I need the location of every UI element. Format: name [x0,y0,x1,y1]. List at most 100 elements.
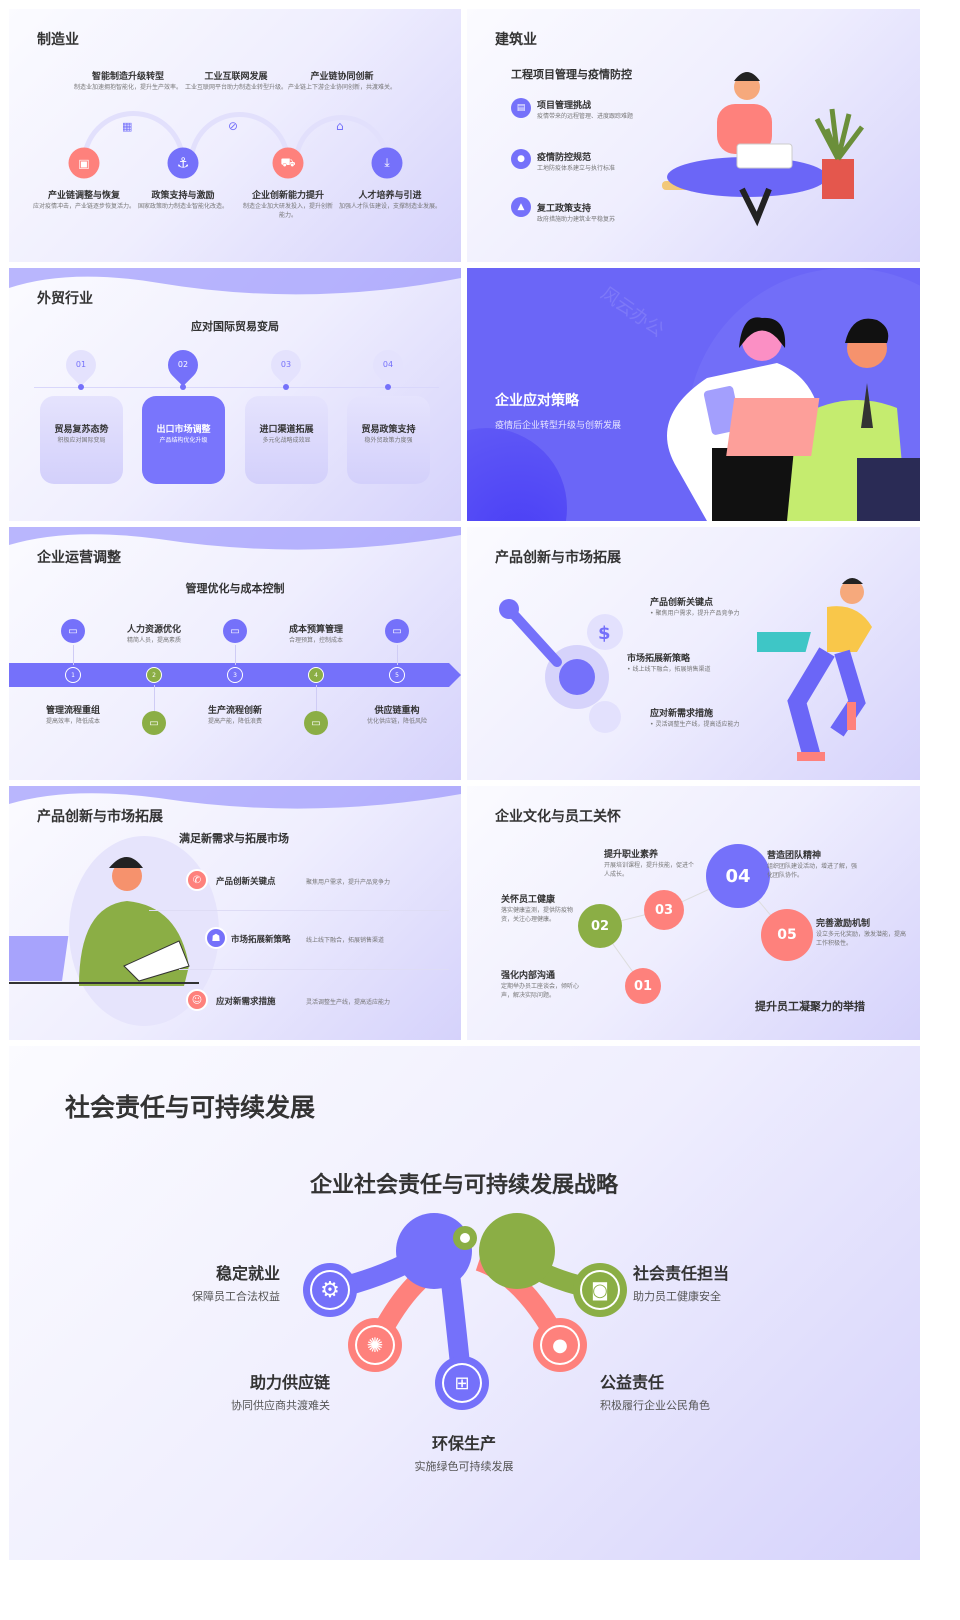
slide-manufacturing: 制造业 智能制造升级转型制造业加速拥抱智能化，提升生产效率。 工业互联网发展工业… [9,9,461,262]
header-wave [9,268,461,295]
top-item-desc: 工业互联网平台助力制造业转型升级。 [184,84,288,91]
item-desc: • 灵活调整生产线，提高适应能力 [650,721,740,728]
gear-icon: ⚙ [312,1272,348,1308]
laptop-icon: ▭ [61,619,85,643]
slide-strategy: 风云办公 企业应对策略 疫情后企业转型升级与创新发展 [467,268,920,521]
step-title: 生产流程创新 [207,706,263,716]
step-title: 供应链重构 [374,706,420,716]
laptop-icon: ▭ [304,711,328,735]
item-desc: • 线上线下融合，拓展销售渠道 [627,666,711,673]
presentation-icon: ▣ [68,147,100,179]
slide-title: 企业运营调整 [37,550,121,566]
bottom-item-title: 产业链调整与恢复 [47,191,121,201]
instagram-icon: ◙ [582,1272,618,1308]
document-icon: ▤ [511,98,531,118]
step-number: 2 [146,667,162,683]
item-title: 市场拓展新策略 [627,654,691,664]
bottom-item-desc: 加强人才队伍建设，支撑制造业发展。 [338,203,442,210]
man-reading-illustration [9,857,199,986]
gears-wrench-illustration: $ [499,599,623,733]
step-desc: 合理预算，控制成本 [288,637,344,644]
item-desc: 设立多元化奖励，激发潜能，提高工作积极性。 [816,931,907,947]
item-title: 疫情防控规范 [537,153,592,163]
trade-card-active: 出口市场调整产品结构优化升级 [142,396,225,484]
step-desc: 提高产能，降低浪费 [207,718,263,725]
phone-icon: ✆ [186,869,208,891]
top-item-desc: 制造业加速拥抱智能化，提升生产效率。 [73,84,183,91]
aperture-icon: ✺ [357,1327,393,1363]
bubble-02: 02 [578,904,622,948]
item-desc: 线上线下融合，拓展销售渠道 [306,937,385,944]
step-number: 5 [389,667,405,683]
slide-title: 建筑业 [495,32,537,48]
csr-item-title: 稳定就业 [215,1264,280,1283]
csr-item-title: 社会责任担当 [633,1264,730,1283]
csr-item-desc: 实施绿色可持续发展 [414,1460,514,1473]
top-item-title: 工业互联网发展 [204,72,268,82]
trade-card: 进口渠道拓展多元化战略成效显 [245,396,328,484]
download-icon: ⤓ [371,147,403,179]
csr-item-desc: 协同供应商共渡难关 [231,1399,330,1412]
step-pin: 04 [366,343,410,387]
item-title: 完善激励机制 [816,919,871,929]
item-desc: 疫情带来的远程管理、进度跟踪难题 [537,113,634,120]
flask-icon: ▲ [511,197,531,217]
item-title: 产品创新关键点 [216,877,276,887]
slide-title: 外贸行业 [37,291,93,307]
anchor-icon: ⚓ [167,147,199,179]
slide-subtitle: 满足新需求与拓展市场 [179,832,289,845]
slide-title: 社会责任与可持续发展 [65,1093,316,1122]
user-icon: ☺ [186,989,208,1011]
shield-icon: ● [511,149,531,169]
step-pin: 03 [264,343,308,387]
timeline-line [34,387,439,388]
step-title: 成本预算管理 [288,625,344,635]
laptop-icon: ▭ [385,619,409,643]
item-title: 市场拓展新策略 [231,935,291,945]
item-desc: 组织团队建设活动，增进了解，强化团队协作。 [767,863,858,879]
slide-construction: 建筑业 工程项目管理与疫情防控 ▤ 项目管理挑战疫情带来的远程管理、进度跟踪难题… [467,9,920,262]
slide-title: 产品创新与市场拓展 [37,809,163,825]
slide-foreign-trade: 外贸行业 应对国际贸易变局 01 02 03 04 贸易复苏态势积极应对国际变局… [9,268,461,521]
trade-card: 贸易复苏态势积极应对国际变局 [40,396,123,484]
slide-product-market: 产品创新与市场拓展 $ 产品创新关键点 • 聚焦用户需求，提升产品竞争力 市场拓展… [467,527,920,780]
bubble-03: 03 [644,890,684,930]
step-pin: 01 [59,343,103,387]
item-desc: 灵活调整生产线，提高适应能力 [306,999,391,1006]
business-people-illustration [667,317,920,521]
svg-text:$: $ [598,623,611,644]
step-pin-active: 02 [161,343,205,387]
slide-title: 企业文化与员工关怀 [495,809,621,825]
bottom-item-title: 人才培养与引进 [358,191,422,201]
item-desc: 开展培训课程，提升技能，促进个人成长。 [604,862,695,878]
csr-item-desc: 助力员工健康安全 [633,1290,721,1303]
csr-item-title: 助力供应链 [249,1373,330,1392]
item-desc: 工地防疫体系建立与执行标准 [537,165,616,172]
trade-card: 贸易政策支持稳外贸政策力度强 [347,396,430,484]
step-desc: 提高效率，降低成本 [45,718,101,725]
step-number: 1 [65,667,81,683]
item-title: 复工政策支持 [537,204,592,214]
person-laptop-illustration [757,578,872,761]
cart-icon: ⛟ [272,147,304,179]
slide-subtitle: 应对国际贸易变局 [191,320,279,333]
csr-item-desc: 积极履行企业公民角色 [600,1399,710,1412]
apple-icon: ● [542,1327,578,1363]
top-item-title: 智能制造升级转型 [91,72,165,82]
item-desc: • 聚焦用户需求，提升产品竞争力 [650,610,740,617]
item-desc: 落实健康监测，提供防疫物资，关注心理健康。 [501,907,574,923]
slide-csr: 社会责任与可持续发展 企业社会责任与可持续发展战略 ⚙ ◙ ✺ ● ⊞ 稳定就业… [9,1046,920,1560]
step-title: 管理流程重组 [45,706,101,716]
slide-subtitle: 疫情后企业转型升级与创新发展 [495,421,622,431]
step-number: 4 [308,667,324,683]
bubble-05: 05 [761,909,813,961]
top-item-title: 产业链协同创新 [310,72,374,82]
item-desc: 聚焦用户需求，提升产品竞争力 [306,879,391,886]
item-title: 应对新需求措施 [216,997,276,1007]
slide-title: 产品创新与市场拓展 [495,550,621,566]
slide-culture: 企业文化与员工关怀 01 02 03 04 05 强化内部沟通定期举办员工座谈会… [467,786,920,1040]
item-title: 产品创新关键点 [650,598,714,608]
item-desc: 政府措施助力建筑业平稳复苏 [537,216,616,223]
slide-subtitle: 工程项目管理与疫情防控 [511,68,632,81]
arc-connectors [81,111,390,164]
